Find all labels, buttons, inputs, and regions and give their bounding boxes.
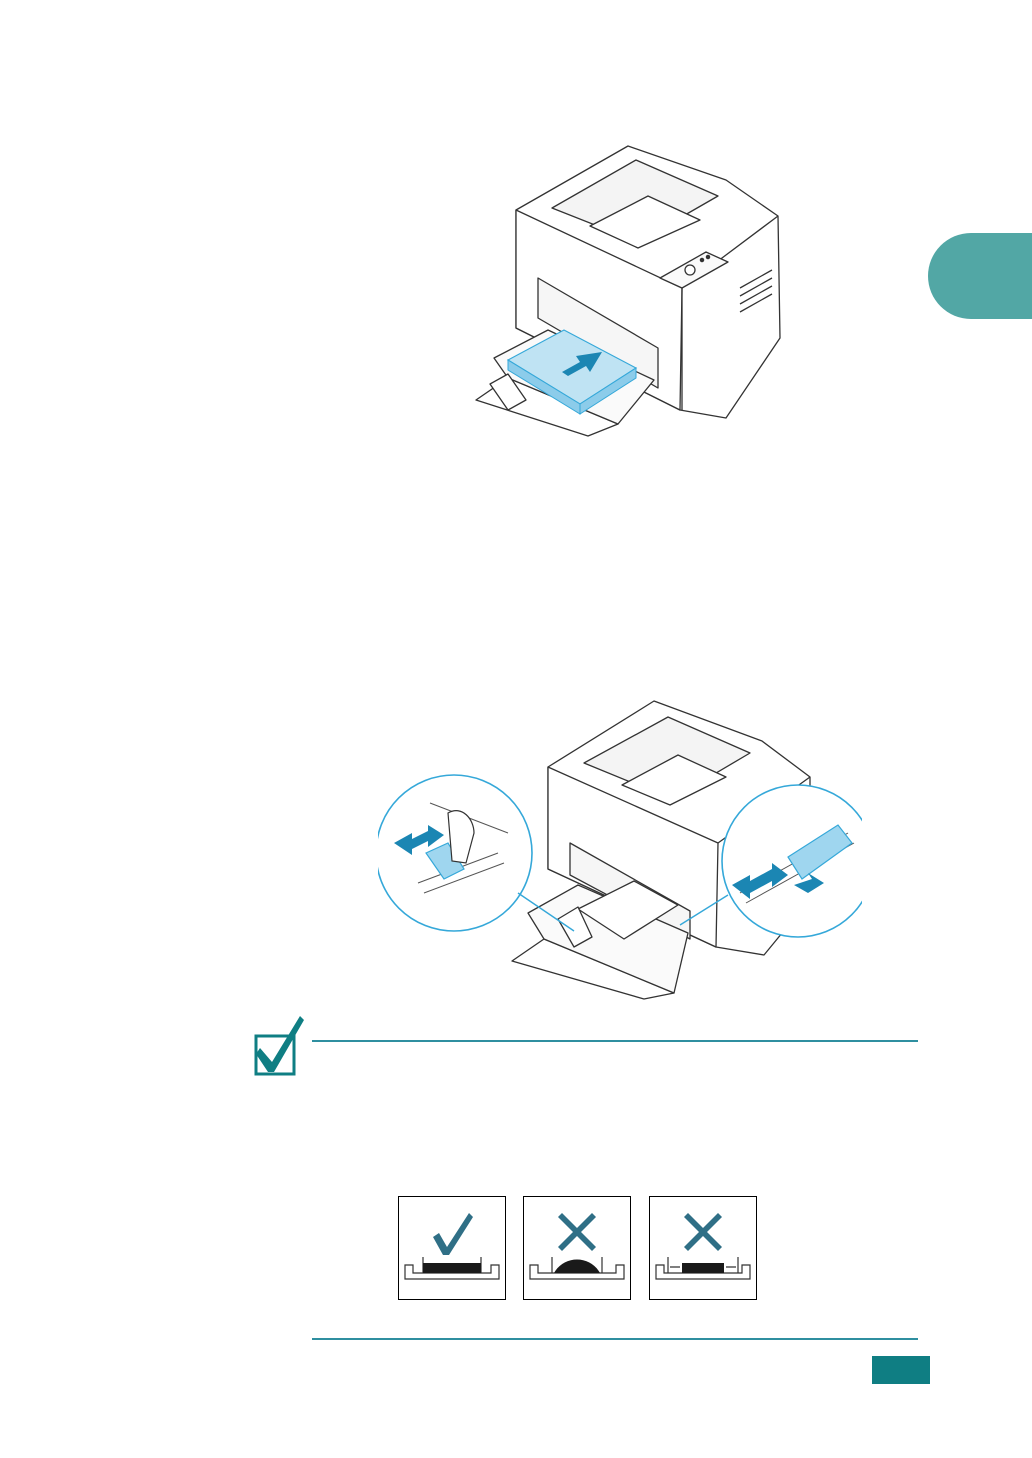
note-top-rule xyxy=(312,1040,918,1042)
checkmark-icon xyxy=(433,1213,473,1255)
paper-guides-adjust-figure xyxy=(378,693,862,1003)
cross-icon xyxy=(684,1213,722,1251)
guide-example-too-tight xyxy=(523,1196,631,1300)
page-number-box xyxy=(872,1356,930,1384)
note-bottom-rule xyxy=(312,1338,918,1340)
chapter-tab xyxy=(928,233,1032,319)
checkmark-note-icon xyxy=(252,1012,306,1078)
cross-icon xyxy=(558,1213,596,1251)
guide-example-correct xyxy=(398,1196,506,1300)
paper-loading-figure xyxy=(468,138,788,438)
guide-example-too-loose xyxy=(649,1196,757,1300)
